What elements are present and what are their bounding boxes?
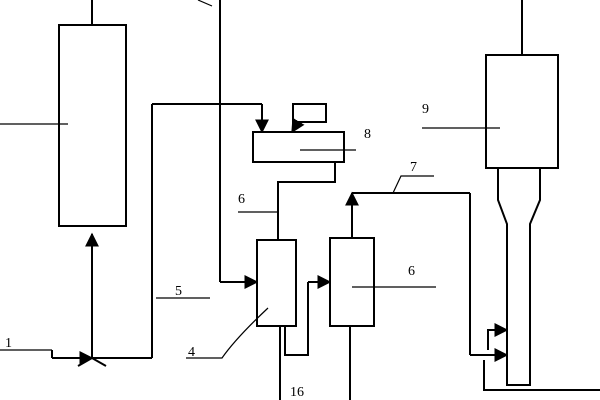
column-body: [58, 24, 127, 227]
line-6-upper: [277, 162, 336, 240]
label-8: 8: [364, 127, 371, 142]
reactor-9: [422, 0, 600, 391]
mixing-node: [77, 356, 107, 367]
feed-line: [0, 232, 152, 367]
vessel-8: [238, 103, 356, 240]
label-6-right: 6: [408, 264, 415, 279]
tall-column: [0, 0, 127, 227]
reactor-4: [186, 239, 332, 400]
reactor-9-bottom-line: [483, 360, 600, 391]
line-5: [151, 103, 269, 358]
leader-7: [392, 175, 434, 194]
vessel-6: [329, 191, 436, 400]
line-7: [352, 175, 509, 362]
label-4: 4: [188, 345, 195, 360]
vessel-8-body: [252, 131, 345, 163]
reactor-9-body: [485, 54, 559, 386]
label-6-upper: 6: [238, 192, 245, 207]
vessel-6-body: [329, 237, 375, 327]
vessel-8-loop: [292, 103, 327, 128]
label-16: 16: [290, 385, 304, 400]
label-1: 1: [5, 336, 12, 351]
label-7: 7: [410, 160, 417, 175]
leader-4: [186, 307, 269, 359]
label-5: 5: [175, 284, 182, 299]
label-9: 9: [422, 102, 429, 117]
top-feed-to-4: [197, 0, 259, 289]
